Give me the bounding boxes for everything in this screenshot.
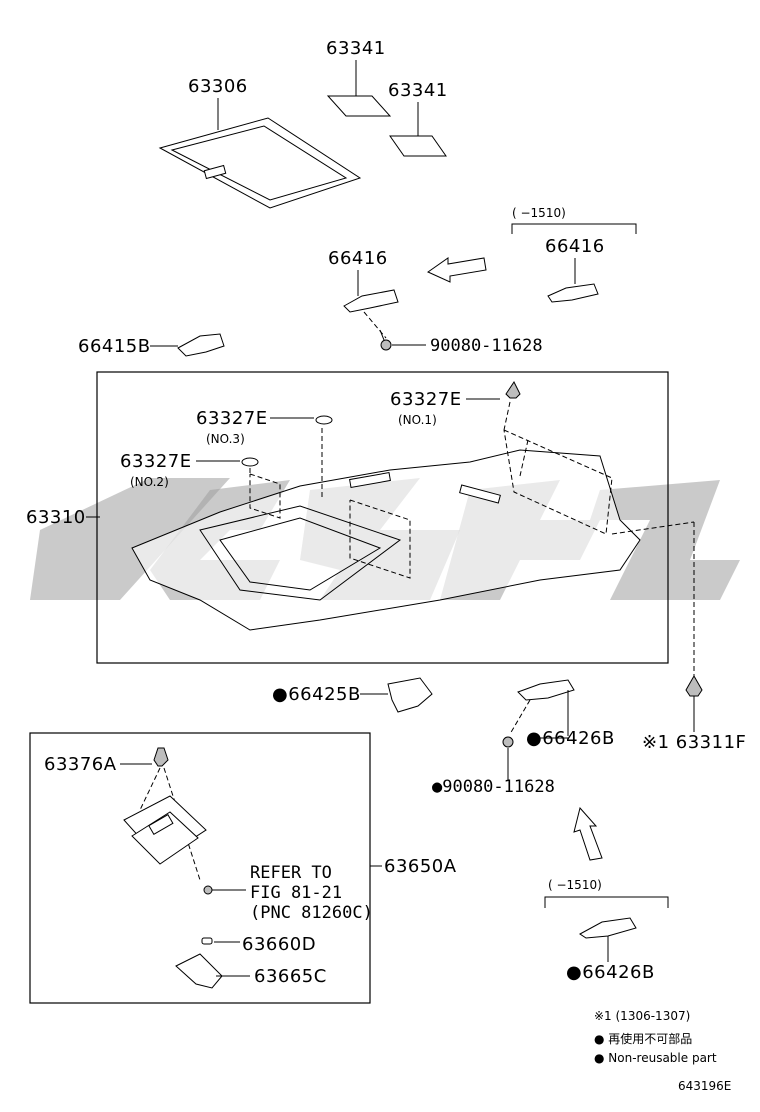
arrow-up-icon: [573, 806, 603, 861]
label-66425B: ●66425B: [272, 684, 361, 705]
legend-note2: ● 再使用不可部品: [594, 1031, 692, 1046]
part-66426B-holder-b[interactable]: [579, 917, 637, 939]
label-63327E-3: 63327E: [196, 408, 268, 429]
label-63327E-1: 63327E: [390, 389, 462, 410]
range-label-a: ( −1510): [512, 206, 566, 220]
part-63341-pad-a[interactable]: [326, 95, 392, 117]
part-63665C-lens[interactable]: [175, 953, 223, 989]
label-63341-a: 63341: [326, 38, 386, 59]
range-label-b: ( −1510): [548, 878, 602, 892]
part-lamp-screw[interactable]: [203, 885, 213, 895]
part-63327E-clip-no1[interactable]: [505, 381, 521, 399]
part-90080-screw-a[interactable]: [379, 329, 392, 351]
label-66415B: 66415B: [78, 336, 151, 357]
label-63376A: 63376A: [44, 754, 117, 775]
part-63341-pad-b[interactable]: [389, 135, 447, 157]
label-90080-b: ●90080-11628: [432, 777, 555, 797]
label-no2: (NO.2): [130, 475, 169, 489]
range-bracket-a: [511, 223, 637, 234]
legend-note3: ● Non-reusable part: [594, 1051, 717, 1065]
figure-id: 643196E: [678, 1079, 731, 1093]
part-66416-visor-holder-b[interactable]: [547, 283, 599, 303]
part-63660D-bulb[interactable]: [201, 937, 213, 945]
part-66416-visor-holder-a[interactable]: [343, 289, 399, 313]
label-63650A: 63650A: [384, 856, 457, 877]
label-63327E-2: 63327E: [120, 451, 192, 472]
label-63311F: ※1 63311F: [642, 732, 746, 753]
part-63376A-clip[interactable]: [153, 747, 169, 767]
label-66426B-a: ●66426B: [526, 728, 615, 749]
label-66416-b: 66416: [545, 236, 605, 257]
label-no3: (NO.3): [206, 432, 245, 446]
part-63327E-clip-no3[interactable]: [315, 415, 333, 425]
legend-note1: ※1 (1306-1307): [594, 1009, 690, 1023]
part-90080-screw-b[interactable]: [502, 736, 514, 748]
part-63650A-lamp[interactable]: [123, 795, 207, 865]
dash-66416-screw: [363, 311, 387, 339]
dashed-guides: [249, 401, 695, 676]
dash-66426B-screw: [509, 699, 531, 735]
label-66426B-b: ●66426B: [566, 962, 655, 983]
label-63306: 63306: [188, 76, 248, 97]
label-90080-a: 90080-11628: [430, 336, 543, 356]
part-66425B-holder[interactable]: [387, 677, 433, 713]
label-63660D: 63660D: [242, 934, 316, 955]
arrow-left-icon: [426, 257, 487, 283]
label-no1: (NO.1): [398, 413, 437, 427]
part-66426B-holder-a[interactable]: [517, 679, 575, 701]
label-63310: 63310: [26, 507, 86, 528]
part-66415B-holder[interactable]: [177, 333, 225, 357]
label-refer-2: FIG 81-21: [250, 883, 342, 903]
lamp-assy-frame: [29, 732, 371, 1004]
part-63306-shade[interactable]: [158, 117, 362, 209]
label-63665C: 63665C: [254, 966, 327, 987]
label-66416-a: 66416: [328, 248, 388, 269]
label-refer-3: (PNC 81260C): [250, 903, 373, 923]
part-63311F-clip[interactable]: [685, 674, 703, 702]
part-63327E-clip-no2[interactable]: [241, 457, 259, 467]
range-bracket-b: [544, 896, 669, 908]
label-63341-b: 63341: [388, 80, 448, 101]
part-63310-headliner[interactable]: [131, 449, 641, 631]
label-refer-1: REFER TO: [250, 863, 332, 883]
